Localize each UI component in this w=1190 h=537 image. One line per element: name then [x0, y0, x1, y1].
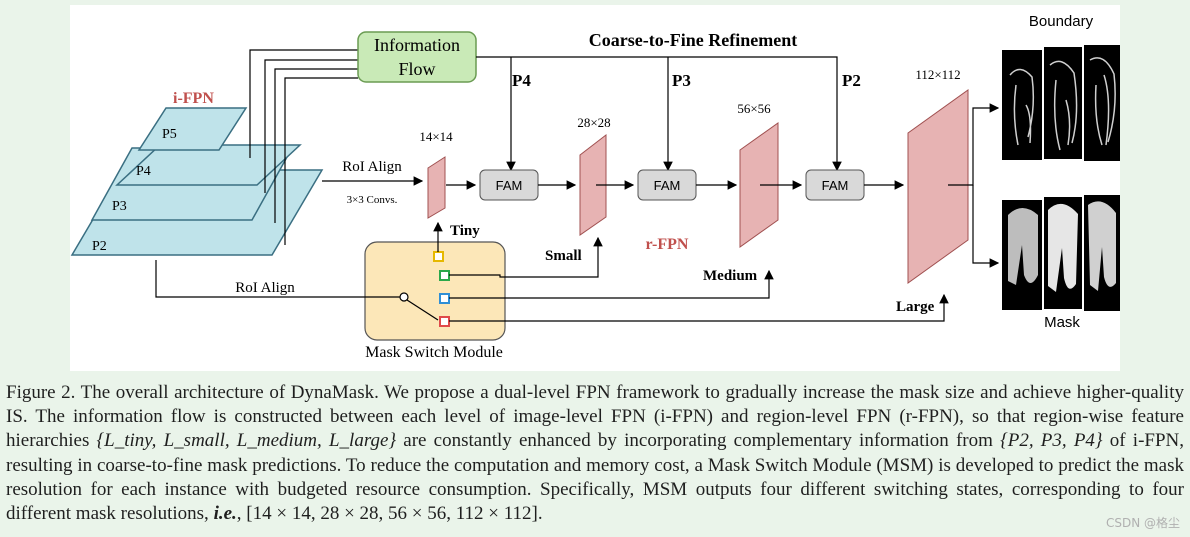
roi-align-top-label: RoI Align	[342, 159, 402, 175]
ifpn-level-p2: P2	[92, 239, 107, 254]
boundary-label: Boundary	[1029, 13, 1094, 30]
feature-map-112	[907, 89, 969, 284]
information-flow-line2: Flow	[398, 59, 435, 79]
switch-medium	[439, 293, 450, 304]
boundary-image-1	[1002, 50, 1042, 160]
architecture-diagram: P5 P4 P3 P2 i-FPN Information Flow Coars…	[70, 13, 1120, 361]
roi-align-bottom-label: RoI Align	[235, 280, 295, 296]
caption-ie: i.e.	[213, 503, 237, 525]
msm-label: Mask Switch Module	[365, 344, 503, 361]
boundary-images	[1002, 45, 1120, 161]
fam-label-3: FAM	[822, 178, 849, 193]
mask-images	[1002, 195, 1120, 311]
mask-label: Mask	[1044, 314, 1080, 331]
watermark: CSDN @格尘	[1105, 516, 1180, 530]
ifpn-label: i-FPN	[173, 90, 214, 107]
caption-part-1: Figure 2. The overall architecture of Dy…	[6, 382, 1184, 452]
branch-label-p2: P2	[842, 71, 861, 90]
caption-part-5: .	[537, 503, 543, 525]
size-56: 56×56	[737, 101, 771, 116]
rfpn-label: r-FPN	[646, 236, 689, 253]
fam-label-2: FAM	[654, 178, 681, 193]
ifpn-plane-p4	[115, 144, 302, 186]
caption-part-3: of i-FPN, resulting in coarse-to-fine ma…	[6, 430, 1184, 525]
level-medium: Medium	[703, 268, 758, 284]
ifpn-level-p4: P4	[136, 164, 151, 179]
branch-label-p4: P4	[512, 71, 531, 90]
caption-part-2: are constantly enhanced by incorporating…	[396, 430, 1001, 452]
information-flow-line1: Information	[374, 35, 460, 55]
size-14: 14×14	[419, 129, 453, 144]
switch-pivot	[399, 292, 409, 302]
caption-math-feature-set: {L_tiny, L_small, L_medium, L_large}	[96, 430, 397, 452]
switch-tiny	[433, 251, 444, 262]
figure-panel: P5 P4 P3 P2 i-FPN Information Flow Coars…	[70, 5, 1120, 371]
fam-label-1: FAM	[496, 178, 523, 193]
feature-map-14	[427, 156, 446, 219]
boundary-image-3	[1084, 45, 1120, 161]
caption-math-ifpn-set: {P2, P3, P4}	[1000, 430, 1103, 452]
caption-math-resolutions: [14 × 14, 28 × 28, 56 × 56, 112 × 112]	[246, 503, 538, 525]
size-112: 112×112	[915, 67, 960, 82]
figure-caption: Figure 2. The overall architecture of Dy…	[6, 381, 1184, 526]
switch-large	[439, 316, 450, 327]
msm-box	[364, 241, 506, 341]
convs-label: 3×3 Convs.	[347, 194, 398, 206]
level-large: Large	[896, 299, 935, 315]
ifpn-stack: P5 P4 P3 P2 i-FPN	[70, 90, 324, 256]
caption-part-4: ,	[236, 503, 247, 525]
ifpn-level-p3: P3	[112, 199, 127, 214]
ifpn-level-p5: P5	[162, 127, 177, 142]
size-28: 28×28	[577, 115, 610, 130]
feature-map-56	[739, 122, 779, 248]
boundary-image-2	[1044, 47, 1082, 159]
level-small: Small	[545, 248, 582, 264]
refinement-bus	[476, 56, 842, 172]
feature-map-28	[579, 133, 607, 236]
branch-label-p3: P3	[672, 71, 691, 90]
switch-small	[439, 270, 450, 281]
info-flow-links	[249, 49, 358, 245]
level-tiny: Tiny	[450, 223, 480, 239]
ifpn-plane-p5	[137, 107, 248, 151]
coarse-to-fine-title: Coarse-to-Fine Refinement	[589, 30, 797, 50]
